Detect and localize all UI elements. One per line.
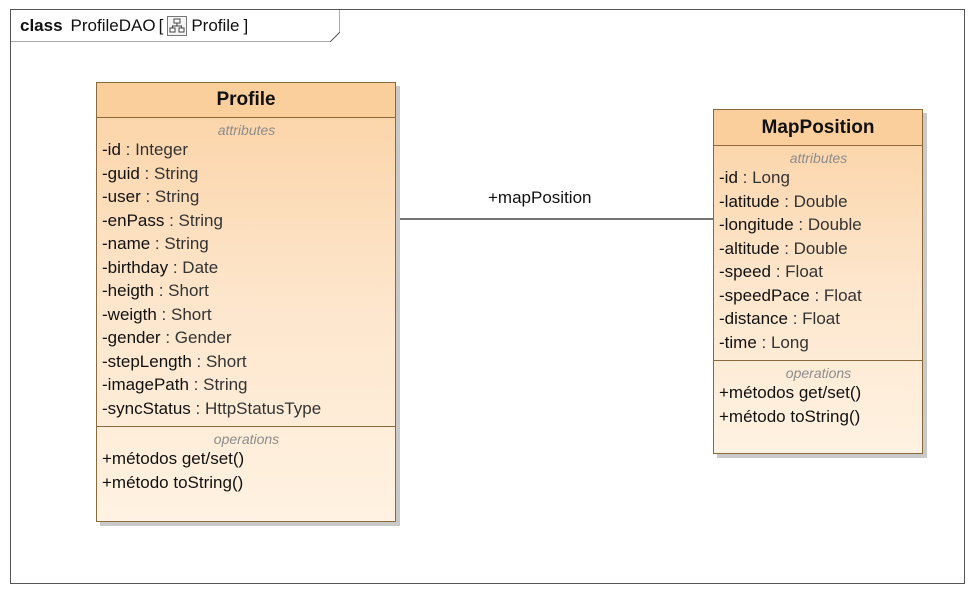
operation-row[interactable]: +método toString() bbox=[102, 472, 244, 492]
class-name: Profile bbox=[97, 83, 395, 118]
attributes-compartment: attributes -id : Integer -guid : String … bbox=[97, 118, 395, 427]
operation-row[interactable]: +métodos get/set() bbox=[102, 449, 245, 468]
attribute-row[interactable]: -id : Integer bbox=[102, 140, 189, 159]
attribute-row[interactable]: -gender : Gender bbox=[102, 328, 232, 347]
attributes-compartment: attributes -id : Long -latitude : Double… bbox=[714, 146, 922, 361]
attribute-row[interactable]: -heigth : Short bbox=[102, 281, 209, 300]
operations-compartment: operations +métodos get/set() +método to… bbox=[97, 427, 395, 500]
class-mapposition[interactable]: MapPosition attributes -id : Long -latit… bbox=[713, 109, 923, 454]
compartment-title: attributes bbox=[217, 122, 276, 138]
frame-tab-outline bbox=[10, 9, 340, 42]
frame-bracket-open: [ bbox=[158, 15, 164, 35]
attribute-row[interactable]: -latitude : Double bbox=[719, 191, 848, 211]
compartment-title: operations bbox=[785, 365, 852, 381]
attribute-row[interactable]: -name : String bbox=[102, 234, 209, 253]
attribute-row[interactable]: -stepLength : Short bbox=[102, 351, 247, 371]
attribute-row[interactable]: -id : Long bbox=[719, 168, 790, 187]
frame-bracket-close: ] bbox=[243, 15, 249, 35]
class-profile[interactable]: Profile attributes -id : Integer -guid :… bbox=[96, 82, 396, 522]
attribute-row[interactable]: -syncStatus : HttpStatusType bbox=[102, 398, 322, 418]
class-name: MapPosition bbox=[714, 110, 922, 146]
attribute-row[interactable]: -longitude : Double bbox=[719, 215, 862, 234]
operations-compartment: operations +métodos get/set() +método to… bbox=[714, 361, 922, 434]
operation-row[interactable]: +método toString() bbox=[719, 406, 861, 426]
class-diagram-icon bbox=[167, 15, 188, 36]
attribute-row[interactable]: -enPass : String bbox=[102, 210, 223, 230]
association-role-label: +mapPosition bbox=[488, 188, 592, 207]
attribute-row[interactable]: -birthday : Date bbox=[102, 257, 219, 277]
attribute-row[interactable]: -speedPace : Float bbox=[719, 285, 862, 305]
attribute-row[interactable]: -guid : String bbox=[102, 163, 199, 183]
frame-tab: class ProfileDAO [ Profile ] bbox=[10, 9, 340, 42]
attribute-row[interactable]: -distance : Float bbox=[719, 309, 840, 328]
association-line[interactable] bbox=[396, 218, 714, 220]
attribute-row[interactable]: -user : String bbox=[102, 187, 200, 206]
attribute-row[interactable]: -weigth : Short bbox=[102, 304, 212, 324]
frame-context: Profile bbox=[191, 15, 240, 35]
attribute-row[interactable]: -altitude : Double bbox=[719, 238, 848, 258]
attribute-row[interactable]: -imagePath : String bbox=[102, 375, 248, 394]
compartment-title: attributes bbox=[789, 150, 848, 166]
attribute-row[interactable]: -speed : Float bbox=[719, 262, 823, 281]
operation-row[interactable]: +métodos get/set() bbox=[719, 383, 862, 402]
attribute-row[interactable]: -time : Long bbox=[719, 332, 809, 352]
frame-name: ProfileDAO bbox=[70, 15, 156, 35]
compartment-title: operations bbox=[213, 431, 280, 447]
frame-keyword: class bbox=[20, 15, 63, 35]
